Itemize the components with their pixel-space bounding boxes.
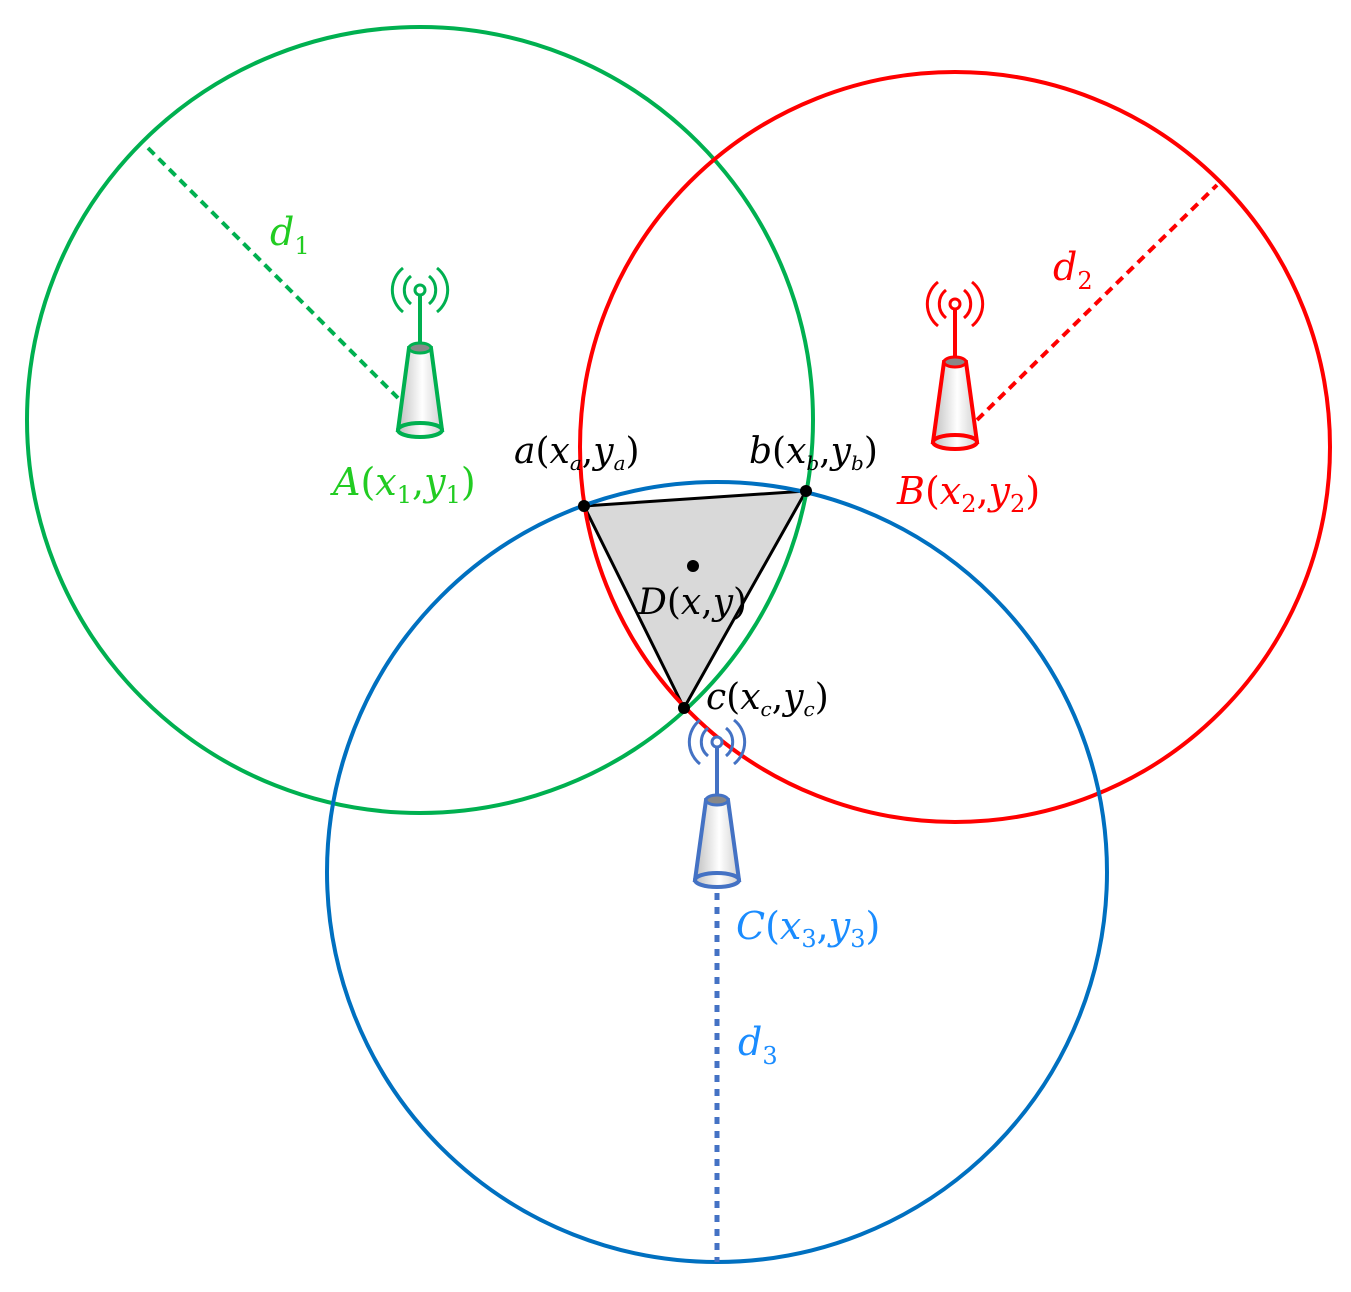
radius-label-d3: d3 (738, 1020, 778, 1070)
anchor-label-a: A(x1,y1) (330, 460, 476, 509)
estimate-point-d (687, 560, 699, 572)
intersection-point-b (800, 485, 812, 497)
radius-label-d1: d1 (270, 210, 310, 260)
intersection-label-c: c(xc,yc) (706, 677, 829, 721)
anchor-label-c: C(x3,y3) (736, 904, 880, 953)
intersection-label-a: a(xa,ya) (514, 431, 640, 475)
antenna-tower-icon-a (390, 266, 450, 439)
radius-line-d1 (146, 146, 400, 400)
coverage-circle-a (25, 25, 815, 815)
intersection-point-a (578, 500, 590, 512)
radius-line-d2 (975, 183, 1219, 422)
intersection-triangle (581, 489, 809, 712)
antenna-tower-icon-b (925, 280, 985, 451)
antenna-tower-icon-c (687, 718, 747, 889)
coverage-circle-b (578, 70, 1332, 824)
estimate-label-d: D(x,y) (637, 582, 747, 623)
radius-label-d2: d2 (1053, 245, 1093, 295)
intersection-point-c (678, 702, 690, 714)
intersection-label-b: b(xb,yb) (749, 431, 878, 475)
anchor-label-b: B(x2,y2) (896, 469, 1040, 518)
